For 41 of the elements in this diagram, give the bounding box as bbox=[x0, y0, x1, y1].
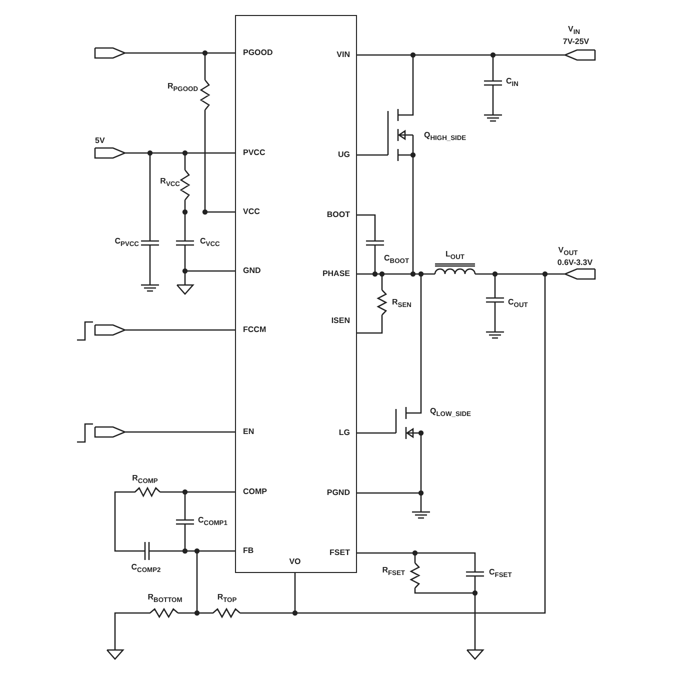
component-label: C$_{FSET}$ bbox=[489, 568, 512, 580]
pin-label: ISEN bbox=[331, 317, 350, 325]
component-label: C$_{PVCC}$ bbox=[114, 237, 139, 249]
component-label: Q$_{HIGH_SIDE}$ bbox=[424, 131, 466, 143]
pin-label: FCCM bbox=[243, 326, 266, 334]
pin-label: PGND bbox=[326, 489, 350, 497]
voltage-label: 5V bbox=[95, 137, 105, 145]
voltage-label: 7V-25V bbox=[562, 38, 590, 46]
chip-box bbox=[235, 15, 357, 573]
pin-label: BOOT bbox=[326, 211, 350, 219]
component-label: R$_{COMP}$ bbox=[132, 474, 158, 486]
component-label: C$_{OUT}$ bbox=[508, 298, 528, 310]
voltage-label: V$_{OUT}$ bbox=[558, 246, 578, 258]
component-label: C$_{COMP2}$ bbox=[131, 563, 161, 575]
component-label: C$_{BOOT}$ bbox=[384, 254, 410, 266]
pin-label: PVCC bbox=[243, 149, 266, 157]
component-label: R$_{FSET}$ bbox=[382, 566, 405, 578]
pin-label: GND bbox=[243, 267, 261, 275]
component-label: C$_{VCC}$ bbox=[200, 237, 220, 249]
pin-label: LG bbox=[338, 429, 350, 437]
component-label: Q$_{LOW_SIDE}$ bbox=[430, 407, 471, 419]
pin-label: COMP bbox=[243, 488, 267, 496]
pin-label: VCC bbox=[243, 208, 260, 216]
component-label: C$_{IN}$ bbox=[506, 77, 518, 89]
pin-label: PHASE bbox=[322, 270, 350, 278]
pin-label: UG bbox=[338, 151, 350, 159]
component-label: R$_{TOP}$ bbox=[217, 593, 237, 605]
component-label: R$_{SEN}$ bbox=[392, 298, 412, 310]
pin-label: EN bbox=[243, 428, 254, 436]
pin-label: VO bbox=[289, 558, 301, 566]
pin-label: FB bbox=[243, 547, 254, 555]
pin-label: VIN bbox=[336, 51, 350, 59]
component-label: C$_{COMP1}$ bbox=[198, 516, 228, 528]
component-label: R$_{BOTTOM}$ bbox=[148, 593, 182, 605]
voltage-label: 0.6V-3.3V bbox=[557, 259, 593, 267]
component-label: L$_{OUT}$ bbox=[446, 250, 464, 262]
component-label: R$_{VCC}$ bbox=[160, 177, 180, 189]
voltage-label: V$_{IN}$ bbox=[568, 25, 580, 37]
pin-label: PGOOD bbox=[243, 49, 273, 57]
pin-label: FSET bbox=[330, 549, 350, 557]
component-label: R$_{PGOOD}$ bbox=[167, 82, 198, 94]
